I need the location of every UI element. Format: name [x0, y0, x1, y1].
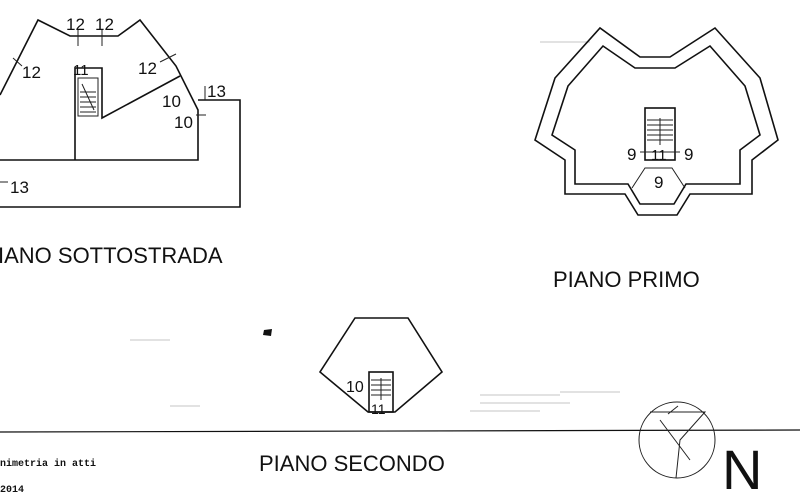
sottostrada-label: 13: [10, 178, 29, 197]
primo-label: 9: [654, 173, 663, 192]
sottostrada-label: 10: [174, 113, 193, 132]
north-circle-icon: [638, 401, 716, 479]
primo-label: 11: [651, 147, 667, 164]
north-arrow: N: [638, 401, 762, 493]
floor-secondo: 10 11 PIANO SECONDO: [259, 317, 445, 476]
floor-title-secondo: PIANO SECONDO: [259, 451, 445, 476]
north-letter: N: [722, 438, 762, 493]
primo-inner-outline: [551, 44, 761, 205]
secondo-stair: [368, 371, 394, 413]
floor-sottostrada: 12 12 12 12 11 10 10 13 13 IANO SOTTOSTR…: [0, 15, 241, 268]
secondo-label: 10: [346, 379, 364, 396]
floor-primo: 9 11 9 9 PIANO PRIMO: [534, 26, 779, 292]
sottostrada-ticks: [0, 30, 206, 183]
sottostrada-label: 13: [207, 82, 226, 101]
secondo-outline: [318, 317, 444, 413]
primo-stair-steps: [640, 118, 680, 153]
primo-label: 9: [627, 145, 636, 164]
footer-left-text: nimetria in atti: [0, 458, 96, 470]
sottostrada-label: 12: [95, 15, 114, 34]
secondo-label: 11: [371, 401, 386, 417]
secondo-stair-steps: [371, 378, 391, 400]
primo-label: 9: [684, 145, 693, 164]
sottostrada-label: 12: [22, 63, 41, 82]
ink-mark: [263, 329, 272, 336]
sottostrada-label: 12: [138, 59, 157, 78]
sottostrada-inner-wall: [74, 67, 181, 160]
footer-bottom-text: 2014: [0, 485, 24, 493]
primo-outer-outline: [534, 26, 779, 216]
sottostrada-outline: [0, 18, 199, 161]
primo-stair: [644, 107, 676, 161]
footer-divider: [0, 429, 800, 433]
sottostrada-label: 12: [66, 15, 85, 34]
sottostrada-lower-wing: [0, 99, 241, 208]
north-arrow-icon: [650, 405, 707, 479]
scan-artifacts: [130, 41, 620, 412]
sottostrada-stair-steps: [80, 83, 96, 113]
floor-title-primo: PIANO PRIMO: [553, 267, 700, 292]
sottostrada-label: 10: [162, 92, 181, 111]
floor-title-sottostrada: IANO SOTTOSTRADA: [0, 243, 223, 268]
sottostrada-label: 11: [73, 62, 89, 79]
primo-terrace: [631, 167, 686, 189]
sottostrada-stair: [77, 77, 99, 117]
